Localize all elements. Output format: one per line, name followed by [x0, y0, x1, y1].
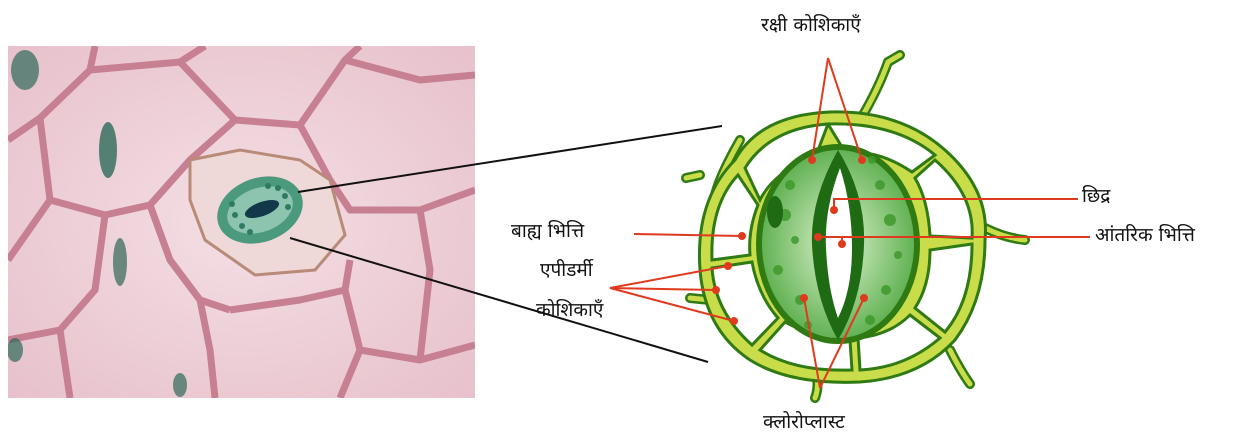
stoma-diagram: [686, 55, 1025, 398]
label-outer-wall: बाह्य भित्ति: [511, 222, 584, 241]
label-guard-cells: रक्षी कोशिकाएँ: [761, 16, 861, 35]
label-pore: छिद्र: [1082, 187, 1110, 206]
label-inner-wall: आंतरिक भित्ति: [1095, 226, 1195, 245]
label-epidermal-cells-line1: एपीडर्मी: [540, 261, 593, 280]
label-epidermal-cells-line2: कोशिकाएँ: [536, 301, 603, 320]
stoma-micrograph: [7, 46, 475, 398]
label-chloroplast: क्लोरोप्लास्ट: [763, 413, 845, 432]
